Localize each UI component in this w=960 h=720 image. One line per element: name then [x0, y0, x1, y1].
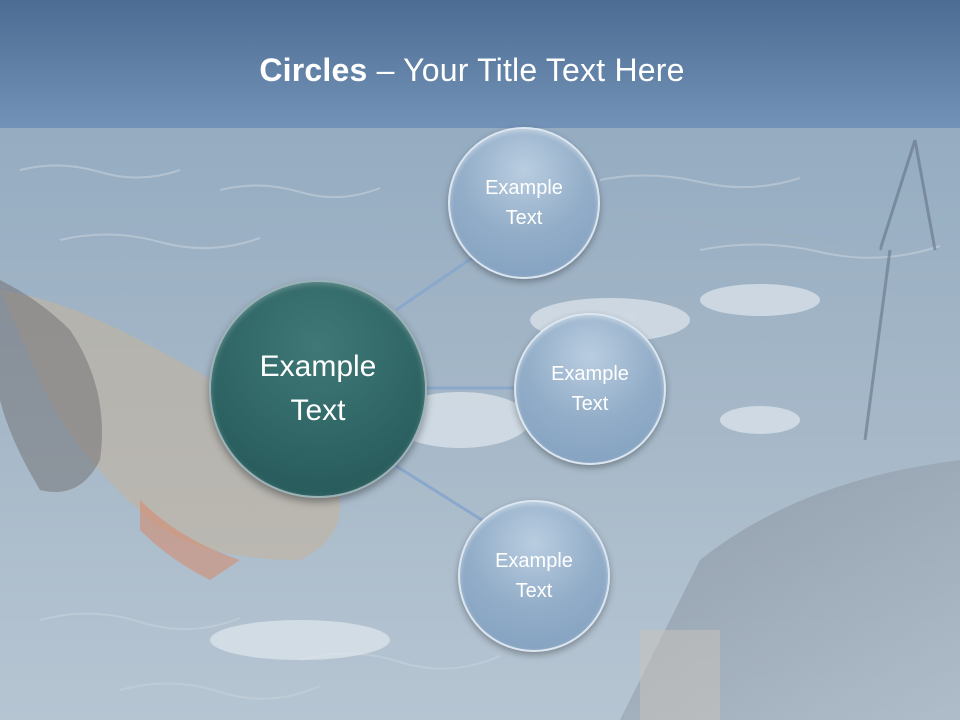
connector-3: [395, 464, 483, 522]
satellite-circle-2-label: Example Text: [551, 363, 629, 415]
main-circle[interactable]: Example Text: [209, 280, 427, 498]
title-rest-part: – Your Title Text Here: [367, 52, 685, 88]
satellite-circle-1-label: Example Text: [485, 177, 563, 229]
satellite-circle-3-label: Example Text: [495, 550, 573, 602]
satellite-circle-2[interactable]: Example Text: [514, 313, 666, 465]
page-title: Circles – Your Title Text Here: [0, 52, 944, 89]
satellite-circle-3[interactable]: Example Text: [458, 500, 610, 652]
main-circle-label: Example Text: [259, 350, 377, 427]
title-bold-part: Circles: [259, 52, 368, 88]
satellite-circle-1[interactable]: Example Text: [448, 127, 600, 279]
connector-1: [395, 256, 473, 312]
